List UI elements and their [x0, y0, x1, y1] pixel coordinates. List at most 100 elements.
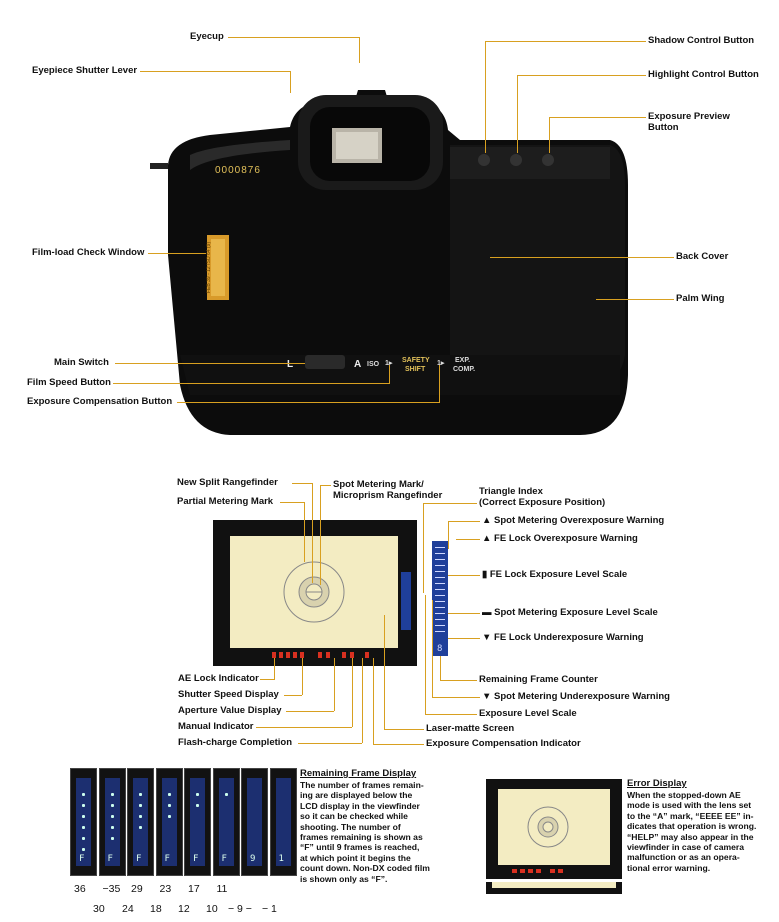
frame-panel: F [127, 768, 154, 876]
body-line: to the “A” mark, “EEEE EE” in- [627, 810, 754, 821]
frame-panel-screen: F [133, 778, 148, 866]
body-line: is shown only as “F”. [300, 873, 388, 884]
label-eyepiece-shutter-lever: Eyepiece Shutter Lever [32, 65, 138, 76]
frame-panel-char: 1 [278, 854, 284, 864]
label-spot-over: ▲ Spot Metering Overexposure Warning [482, 515, 665, 526]
shadow-control-button [478, 154, 490, 166]
frame-dot [82, 826, 85, 829]
frame-dot [167, 793, 171, 796]
body-line: LCD display in the viewfinder [300, 800, 420, 811]
top-number: 11 [216, 883, 228, 895]
label-remaining-counter: Remaining Frame Counter [479, 674, 598, 685]
frame-dot [167, 815, 171, 818]
remaining-display-body: The number of frames remain-ing are disp… [300, 780, 430, 884]
label-fe-over: ▲ FE Lock Overexposure Warning [482, 533, 638, 544]
exposure-scale-panel [432, 541, 448, 656]
remaining-display-title: Remaining Frame Display [300, 768, 417, 779]
body-line: count down. Non-DX coded film [300, 863, 430, 874]
comp-mark: COMP. [453, 366, 476, 373]
label-back-cover: Back Cover [676, 251, 729, 262]
frame-panel-char: F [107, 854, 113, 864]
frame-panel-screen: F [218, 778, 234, 866]
frame-panel-screen: F [190, 778, 205, 866]
top-number: 29 [131, 883, 143, 895]
frame-panel: 1 [269, 768, 297, 876]
frame-panel-char: F [136, 854, 142, 864]
highlight-control-button [510, 154, 522, 166]
frame-dot [139, 815, 142, 818]
frame-panel: F [70, 768, 97, 876]
frame-panel-char: F [193, 854, 199, 864]
frame-panel: F [212, 768, 240, 876]
body-line: dicates that operation is wrong. [627, 821, 757, 832]
camera-serial-number: 0000876 [215, 165, 261, 176]
label-shadow: Shadow Control Button [648, 35, 755, 46]
switch-mark-A: A [354, 359, 362, 370]
body-line: When the stopped-down AE [627, 790, 741, 800]
bottom-number: 24 [122, 903, 134, 915]
label-film-speed: Film Speed Button [27, 377, 111, 388]
bottom-number: − 9 − [228, 903, 252, 915]
top-number: 17 [188, 883, 200, 895]
label-fe-scale: ▮ FE Lock Exposure Level Scale [482, 569, 628, 580]
frame-dot [110, 804, 114, 807]
frame-dot [110, 793, 114, 796]
label-triangle-index-1: Triangle Index [479, 486, 543, 497]
palm-wing [450, 145, 625, 390]
frame-panel-screen: F [161, 778, 177, 866]
label-ae-lock: AE Lock Indicator [178, 673, 259, 684]
frame-dot [82, 815, 85, 818]
body-line: The number of frames remain- [300, 780, 424, 790]
label-preview-line1: Exposure Preview [648, 111, 730, 122]
body-line: frames remaining is shown as [300, 832, 423, 843]
frame-panel-char: F [221, 854, 227, 864]
svg-text:8: 8 [437, 644, 442, 654]
body-line: tional error warning. [627, 862, 711, 873]
label-spot-mark-2: Microprism Rangefinder [333, 490, 443, 501]
frame-panel-char: F [79, 854, 85, 864]
frame-dot [82, 793, 85, 796]
frame-dot [110, 815, 114, 818]
body-line: “F” until 9 frames is reached, [300, 842, 420, 853]
label-preview-line2: Button [648, 122, 679, 133]
main-switch[interactable] [305, 355, 345, 369]
top-number: 36 [74, 883, 86, 895]
body-line: viewfinder in case of camera [627, 842, 745, 853]
top-number: −35 [102, 883, 121, 895]
bottom-number: 10 [206, 903, 218, 915]
film-label-text: FEB 39 - 12 ISO 64 (9) [206, 241, 212, 293]
frame-dot [196, 804, 199, 807]
safety-mark: SAFETY [402, 357, 430, 364]
frame-dot [224, 793, 228, 796]
frame-dot [82, 837, 85, 840]
frame-dot [139, 793, 142, 796]
label-highlight: Highlight Control Button [648, 69, 759, 80]
label-spot-under: ▼ Spot Metering Underexposure Warning [482, 691, 670, 702]
exp-mark: EXP. [455, 357, 471, 364]
body-line: at which point it begins the [300, 852, 411, 863]
bottom-number: 18 [150, 903, 162, 915]
label-fe-under: ▼ FE Lock Underexposure Warning [482, 632, 644, 643]
bottom-number: 12 [178, 903, 190, 915]
label-exp-comp-button: Exposure Compensation Button [27, 396, 173, 407]
error-display-title: Error Display [627, 778, 687, 789]
body-line: ing are displayed below the [300, 790, 413, 801]
error-display-circles [527, 806, 569, 848]
exposure-scale-ticks: 8 [435, 547, 445, 654]
label-triangle-index-2: (Correct Exposure Position) [479, 497, 606, 508]
bottom-number: 30 [93, 903, 105, 915]
label-exp-comp-indicator: Exposure Compensation Indicator [426, 738, 581, 749]
frame-panel-screen: 1 [275, 778, 291, 866]
error-display-lcd [512, 869, 563, 873]
lcd-red-digits [272, 652, 369, 658]
frame-panel: F [184, 768, 211, 876]
bottom-number: − 1 [262, 903, 277, 915]
frame-panel: F [98, 768, 126, 876]
frame-dot [139, 804, 142, 807]
switch-mark-L: L [287, 359, 294, 370]
frame-panel-screen: F [76, 778, 91, 866]
exposure-level-scale [401, 572, 411, 630]
frame-dot [167, 804, 171, 807]
frame-dot [196, 793, 199, 796]
